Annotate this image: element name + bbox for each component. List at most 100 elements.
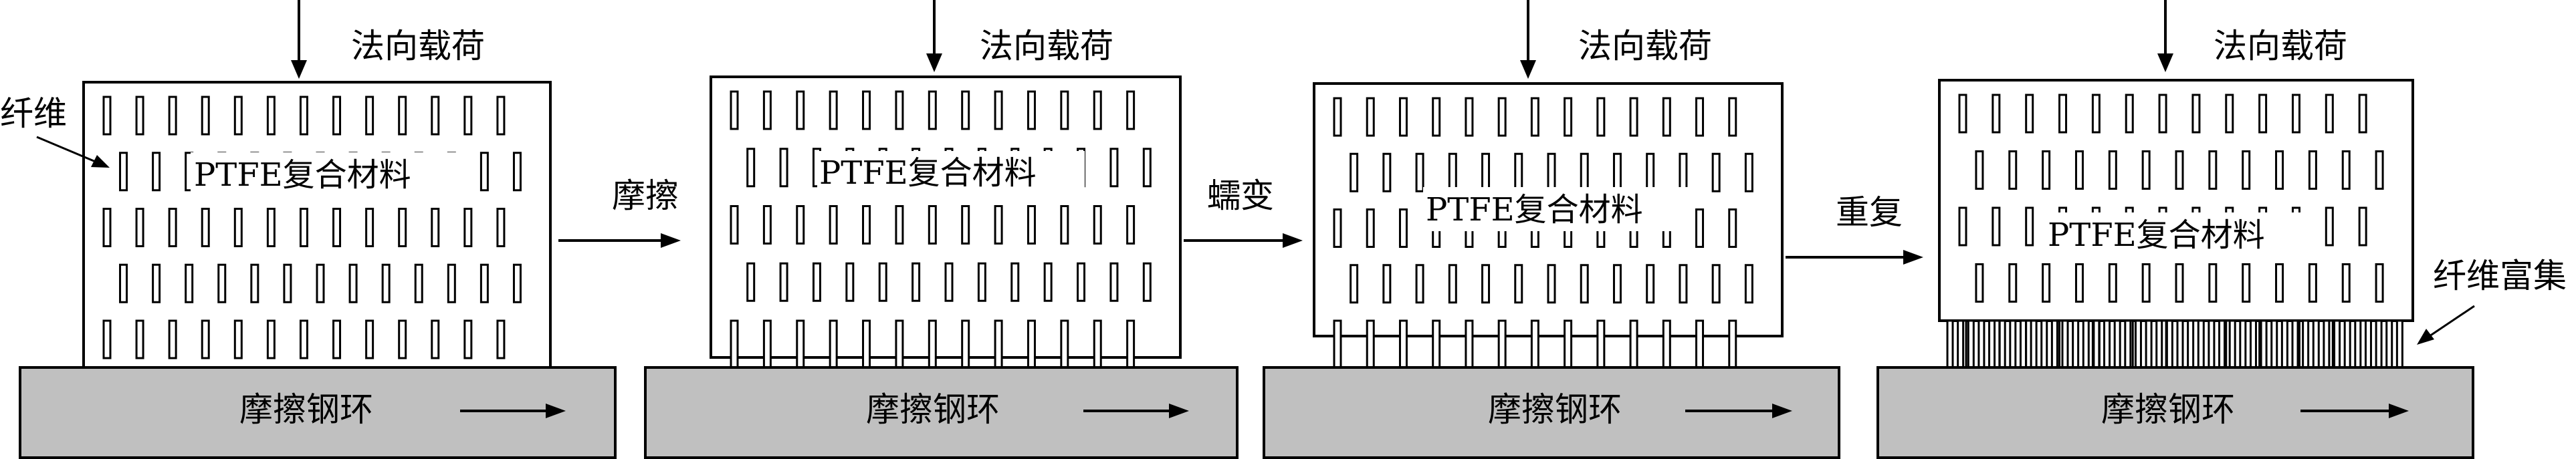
fiber-pointer-head [91,155,110,168]
enriched-fiber [1946,319,1954,369]
fiber [266,96,276,136]
fiber [496,319,506,359]
fiber [1728,208,1737,248]
fiber [1027,319,1036,369]
load-label: 法向载荷 [2214,27,2347,65]
fiber-label: 纤维 [0,94,67,133]
transition-label: 重复 [1836,193,1903,232]
fiber [135,96,144,136]
fiber [1992,206,2001,247]
material-label: PTFE复合材料 [819,154,1037,192]
fiber [1564,97,1573,137]
fiber [1333,208,1342,248]
fiber [977,262,986,302]
fiber [348,263,358,303]
fiber [1744,264,1753,304]
fiber [1382,152,1392,192]
fiber [994,90,1003,130]
transition-arrow-head [661,233,681,248]
fiber [233,208,243,247]
fiber [2242,263,2251,303]
fiber [895,90,904,130]
fiber [1975,150,1984,190]
fiber [2242,150,2251,190]
fiber [1629,319,1638,369]
transition-2: 蠕变 [1184,176,1303,248]
enriched-fiber [2333,319,2341,369]
fiber [1662,97,1671,137]
fiber-pointer-line [36,136,101,165]
transition-arrow-head [1903,250,1923,265]
fiber [398,96,407,136]
fiber [2025,94,2034,134]
fiber [119,263,128,303]
fiber-group [1946,94,2403,369]
fiber [332,319,342,359]
fiber [479,263,489,303]
enriched-fiber [2280,319,2288,369]
fiber [316,263,325,303]
fiber [1126,90,1136,130]
ring-motion-arrow-head [2389,404,2409,418]
fiber [1711,152,1721,192]
fiber [2341,263,2351,303]
fiber [928,90,937,130]
fiber [1398,208,1408,248]
fiber [1382,264,1392,304]
fiber [762,90,772,130]
fiber [928,319,937,369]
fiber [2025,206,2034,247]
enrichment-pointer-line [2427,305,2475,339]
material-label-bg [1423,187,1691,231]
fiber [762,319,772,369]
enriched-fiber [2302,319,2310,369]
enriched-fiber [2323,319,2331,369]
fiber [1958,94,1967,134]
fiber [1432,319,1441,369]
fiber [1695,97,1705,137]
fiber [283,263,292,303]
fiber [135,208,144,247]
fiber [233,319,243,359]
load-label: 法向载荷 [351,27,485,65]
fiber [762,205,772,245]
fiber [463,96,473,136]
fiber [730,319,739,369]
fiber [829,205,838,245]
enriched-fiber [2197,319,2205,369]
fiber [463,208,473,247]
fiber [746,262,756,302]
material-label-bg [817,151,1085,195]
fiber [185,263,194,303]
fiber [2108,263,2117,303]
fiber [102,96,112,136]
fiber [796,205,805,245]
fiber [812,262,821,302]
fiber [845,262,855,302]
fiber [1126,319,1136,369]
fiber [2091,94,2101,134]
panel-1: 法向载荷 PTFE复合材料 纤维 摩擦钢环 [0,0,617,459]
enriched-fiber [2176,319,2184,369]
fiber [1596,97,1606,137]
fiber [398,208,407,247]
fiber [2341,150,2351,190]
fiber [829,90,838,130]
fiber [994,319,1003,369]
panel-3: 法向载荷 PTFE复合材料 摩擦钢环 [1263,0,1840,459]
fiber [1497,97,1507,137]
enriched-fiber [2187,319,2195,369]
enriched-fiber [2145,319,2153,369]
fiber [1333,319,1342,369]
enriched-fiber [2113,319,2121,369]
fiber [2141,263,2151,303]
fiber [779,262,788,302]
fiber [2125,94,2134,134]
enriched-fiber [2082,319,2090,369]
ring-label: 摩擦钢环 [1488,390,1622,429]
fiber [1398,319,1408,369]
fiber [1514,152,1523,192]
fiber [447,263,456,303]
fiber [746,148,756,188]
fiber [895,319,904,369]
